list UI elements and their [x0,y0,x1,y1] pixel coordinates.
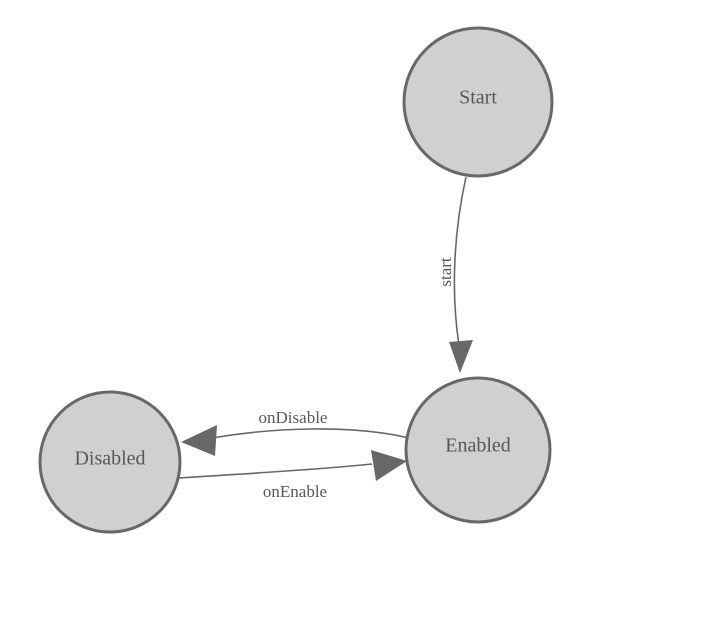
node-enabled-label: Enabled [445,435,511,457]
node-enabled[interactable]: Enabled [404,376,552,524]
arrowhead-right-icon [371,450,407,481]
arrowhead-down-icon [449,340,473,373]
edge-label-ondisable: onDisable [259,408,328,427]
edge-enabled-to-disabled[interactable]: onDisable [181,408,410,456]
edge-start-to-enabled-path [453,176,467,346]
arrowhead-left-icon [181,425,217,456]
edge-disabled-to-enabled[interactable]: onEnable [177,450,407,501]
edge-label-start: start [436,257,455,287]
edge-start-to-enabled[interactable]: start [436,176,473,373]
edge-label-onenable: onEnable [263,482,327,501]
node-disabled[interactable]: Disabled [38,390,182,534]
node-start[interactable]: Start [402,26,554,178]
node-disabled-label: Disabled [74,448,145,470]
node-enabled-circle [404,376,552,524]
node-start-label: Start [459,87,497,109]
node-start-circle [402,26,554,178]
edge-disabled-to-enabled-path [177,463,373,479]
node-disabled-circle [38,390,182,534]
edge-enabled-to-disabled-path [211,428,410,439]
